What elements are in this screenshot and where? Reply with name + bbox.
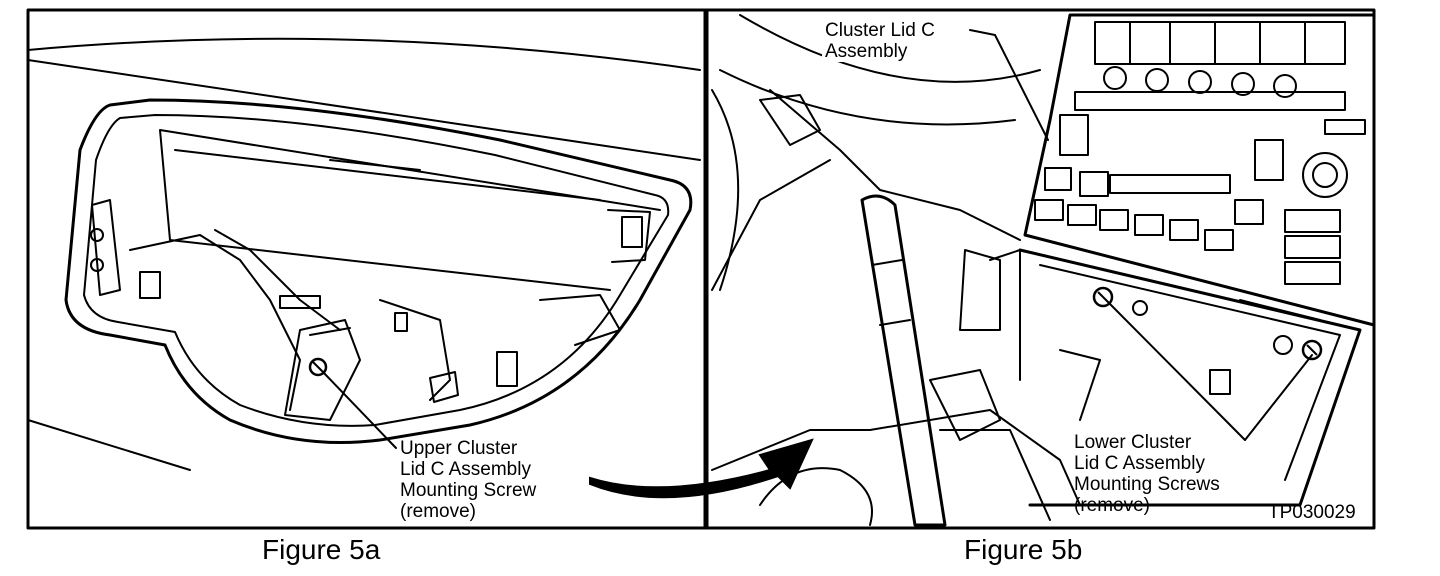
- callout-line: Upper Cluster: [400, 438, 518, 459]
- figure-5b-drawing: [711, 13, 1376, 527]
- callout-line: Lid C Assembly: [1074, 453, 1205, 474]
- lower-screw-leader-left: [1107, 301, 1246, 441]
- upper-screw-callout: Upper Cluster Lid C Assembly Mounting Sc…: [400, 438, 536, 522]
- reference-code: TP030029: [1268, 502, 1356, 523]
- lower-screw-callout: Lower Cluster Lid C Assembly Mounting Sc…: [1074, 432, 1220, 516]
- callout-line: (remove): [1074, 495, 1151, 516]
- cluster-lid-leader: [969, 29, 1049, 141]
- cluster-lid-callout: Cluster Lid C Assembly: [822, 20, 938, 62]
- callout-line: Lid C Assembly: [400, 459, 531, 480]
- callout-line: Cluster Lid C: [825, 20, 935, 41]
- figure-5a-caption: Figure 5a: [262, 534, 381, 565]
- upper-screw-leader: [322, 371, 397, 449]
- callout-line: Mounting Screws: [1074, 474, 1220, 495]
- callout-line: (remove): [400, 501, 477, 522]
- callout-line: Lower Cluster: [1074, 432, 1192, 453]
- figure-5b-caption: Figure 5b: [964, 534, 1083, 565]
- lower-screw-leader-right: [1244, 354, 1313, 441]
- figure-5a-drawing: [27, 37, 701, 471]
- callout-line: Mounting Screw: [400, 480, 537, 501]
- callout-line: Assembly: [825, 41, 908, 62]
- transition-arrow-icon: [589, 438, 814, 499]
